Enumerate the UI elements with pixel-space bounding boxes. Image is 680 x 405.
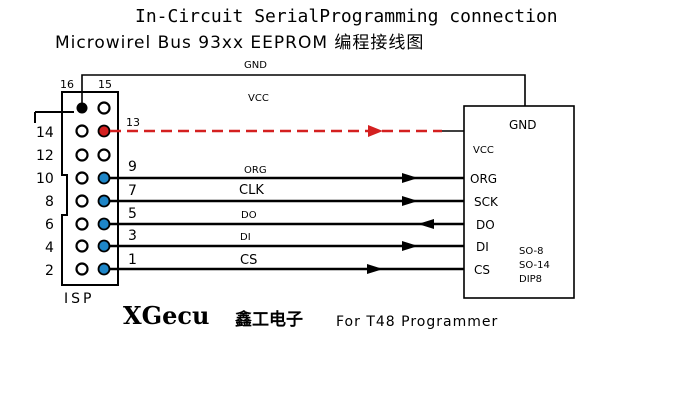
chip-pin-sck: SCK <box>474 195 499 209</box>
pin-3 <box>97 239 111 253</box>
wire-do: 5 DO <box>110 206 464 229</box>
wire-clk-label: CLK <box>239 183 264 198</box>
chip-package-so8: SO-8 <box>519 246 543 257</box>
pin-label-14: 14 <box>36 125 54 141</box>
pin-label-6: 6 <box>45 217 54 233</box>
brand-logo: XGecu <box>123 301 209 330</box>
pin-5 <box>97 217 111 231</box>
wire-org-pin: 9 <box>128 159 137 175</box>
pin-12 <box>75 148 89 162</box>
chip-pin-cs: CS <box>474 263 490 277</box>
programmer-note: For T48 Programmer <box>336 314 498 330</box>
pin-1 <box>97 262 111 276</box>
chip-pin-do: DO <box>476 218 495 232</box>
pin-7 <box>97 194 111 208</box>
ground-symbol <box>34 111 74 123</box>
pin-13 <box>97 124 111 138</box>
gnd-wire: GND <box>81 60 526 106</box>
pin-2 <box>75 262 89 276</box>
vcc-dashed-wire: 13 <box>110 116 464 137</box>
isp-label: ISP <box>64 291 94 307</box>
title-line2: Microwirel Bus 93xx EEPROM 编程接线图 <box>55 33 424 53</box>
title-line1: In-Circuit SerialProgramming connection <box>135 6 558 27</box>
wire-di-label: DI <box>240 232 251 243</box>
pin-10 <box>75 171 89 185</box>
wire-org-label: ORG <box>244 165 267 176</box>
wire-di: 3 DI <box>110 228 464 251</box>
pin-label-15: 15 <box>98 78 112 91</box>
wire-clk: 7 CLK <box>110 183 464 206</box>
chip-vcc: VCC <box>473 145 494 156</box>
pin-label-10: 10 <box>36 171 54 187</box>
pin-6 <box>75 217 89 231</box>
vcc-wire-label: VCC <box>248 93 269 104</box>
vcc-pin-number: 13 <box>126 116 140 129</box>
pin-14 <box>75 124 89 138</box>
wire-cs-pin: 1 <box>128 252 137 268</box>
pin-4 <box>75 239 89 253</box>
chip-pin-org: ORG <box>470 172 497 186</box>
pin-label-16: 16 <box>60 78 74 91</box>
wire-clk-pin: 7 <box>128 183 137 199</box>
eeprom-chip: GND VCC ORG SCK DO DI CS SO-8 SO-14 DIP8 <box>463 105 575 299</box>
pin-label-12: 12 <box>36 148 54 164</box>
chip-package-dip8: DIP8 <box>519 274 542 285</box>
wire-cs-label: CS <box>240 253 257 268</box>
wire-cs: 1 CS <box>110 252 464 274</box>
pin-8 <box>75 194 89 208</box>
wire-org: 9 ORG <box>110 159 464 183</box>
wire-do-pin: 5 <box>128 206 137 222</box>
wire-di-pin: 3 <box>128 228 137 244</box>
pin-16 <box>76 102 88 114</box>
wire-do-label: DO <box>241 210 257 221</box>
pin-label-8: 8 <box>45 194 54 210</box>
isp-connector: 16 15 14 12 10 8 6 4 2 ISP <box>36 78 119 307</box>
brand-logo-cn: 鑫工电子 <box>234 309 303 330</box>
gnd-wire-label: GND <box>244 60 267 71</box>
chip-pin-di: DI <box>476 240 489 254</box>
chip-gnd: GND <box>509 118 537 132</box>
chip-package-so14: SO-14 <box>519 260 550 271</box>
pin-label-2: 2 <box>45 263 54 279</box>
pin-label-4: 4 <box>45 240 54 256</box>
pin-11 <box>97 148 111 162</box>
connector-pins <box>75 101 111 276</box>
pin-15 <box>97 101 111 115</box>
pin-9 <box>97 171 111 185</box>
